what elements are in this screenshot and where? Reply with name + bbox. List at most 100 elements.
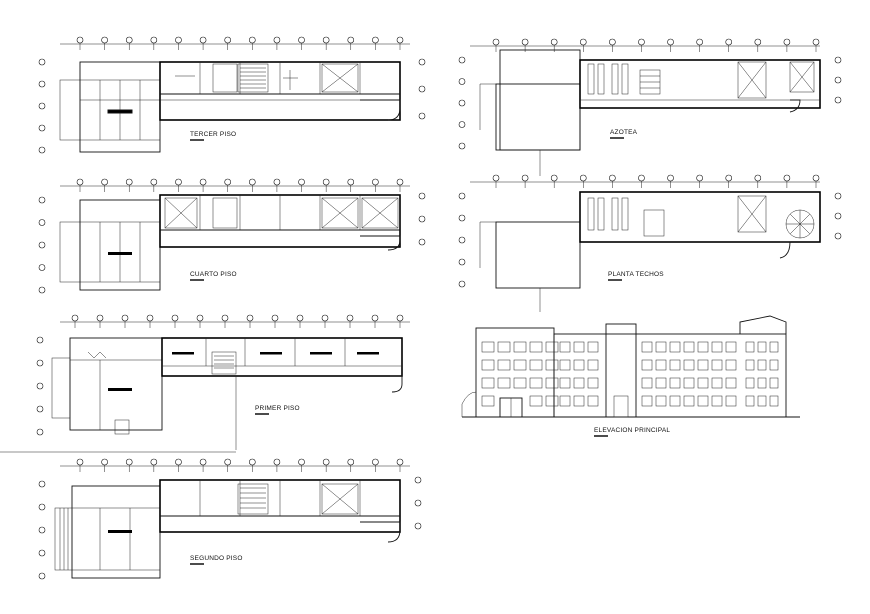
grid-bubble (38, 219, 46, 226)
facade-window (769, 395, 779, 407)
facade-window (745, 377, 755, 389)
label-primer-piso: PRIMER PISO (255, 405, 300, 412)
grid-bubble (371, 314, 379, 322)
stair-lines (240, 487, 266, 509)
label-planta-techos: PLANTA TECHOS (608, 271, 664, 278)
plan-tercer-piso: TERCER PISO (59, 43, 410, 153)
grid-bubble (834, 212, 842, 220)
facade-window (757, 341, 767, 353)
grid-bubble (458, 280, 466, 288)
grid-bubble (38, 286, 46, 294)
facade-window (711, 395, 723, 407)
grid-bubble (175, 178, 182, 186)
grid-bubble (458, 192, 466, 200)
grid-bubble (347, 178, 355, 186)
facade-window (711, 341, 723, 353)
facade-window (573, 377, 585, 389)
grid-bubble (38, 572, 46, 580)
grid-bubble (150, 458, 158, 466)
grid-bubble (38, 124, 46, 132)
grid-bubble (834, 96, 842, 104)
facade-window (529, 341, 543, 353)
facade-window (641, 395, 653, 407)
grid-bubble (76, 458, 84, 466)
grid-bubble (458, 121, 466, 128)
facade-window (669, 359, 681, 371)
facade-window (513, 359, 527, 371)
facade-window (481, 341, 495, 353)
grid-bubble (812, 38, 820, 46)
label-segundo-piso: SEGUNDO PISO (190, 555, 243, 562)
grid-bubble (101, 178, 108, 186)
facade-window (559, 341, 571, 353)
grid-bubble (224, 458, 231, 466)
grid-bubble (38, 196, 46, 204)
grid-bubble (579, 38, 587, 46)
facade-window (655, 341, 667, 353)
facade-window (481, 359, 495, 371)
grid-bubble (550, 174, 558, 182)
facade-window (513, 341, 527, 353)
grid-bubble (298, 36, 305, 44)
facade-window (559, 359, 571, 371)
grid-bubble (36, 405, 44, 413)
grid-bubble (38, 80, 46, 88)
grid-bubble (492, 38, 500, 46)
grid-bubble (783, 174, 791, 182)
facade-window (769, 359, 779, 371)
grid-bubble (418, 112, 426, 120)
grid-bubble (273, 458, 281, 466)
grid-bubble (246, 314, 254, 322)
grid-bubble (36, 336, 44, 344)
grid-bubble (224, 36, 231, 44)
grid-bubble (609, 38, 616, 46)
grid-bubble (667, 38, 674, 46)
facade-window (757, 359, 767, 371)
grid-bubble (458, 56, 466, 64)
grid-bubble (414, 499, 422, 507)
grid-bubble (322, 178, 330, 186)
grid-bubble (101, 36, 108, 44)
facade-window (529, 359, 543, 371)
grid-bubble (38, 264, 46, 271)
grid-bubble (754, 174, 762, 182)
grid-bubble (125, 178, 133, 186)
grid-bubble (414, 522, 422, 530)
grid-bubble (834, 232, 842, 240)
facade-window (497, 359, 511, 371)
facade-window (655, 377, 667, 389)
grid-bubble (121, 314, 129, 322)
facade-window (655, 395, 667, 407)
plan-cuarto-piso: CUARTO PISO (59, 185, 410, 291)
grid-bubble (199, 458, 207, 466)
grid-bubble (492, 174, 500, 182)
grid-bubble (754, 38, 762, 46)
facade-window (497, 341, 511, 353)
facade-window (513, 377, 527, 389)
grid-bubble (71, 314, 79, 322)
grid-bubble (696, 174, 703, 182)
grid-bubble (322, 458, 330, 466)
facade-window (697, 341, 709, 353)
grid-bubbles (36, 36, 842, 580)
grid-bubble (249, 178, 256, 186)
grid-bubble (36, 382, 44, 390)
facade-window (655, 359, 667, 371)
facade-window (559, 395, 571, 407)
grid-bubble (249, 36, 256, 44)
facade-window (711, 359, 723, 371)
facade-window (529, 395, 543, 407)
facade-window (697, 359, 709, 371)
grid-bubble (638, 38, 645, 46)
grid-bubble (38, 146, 46, 154)
facade-window (587, 341, 599, 353)
facade-window (757, 395, 767, 407)
grid-bubble (171, 314, 179, 322)
grid-bubble (175, 36, 182, 44)
facade-window (587, 377, 599, 389)
grid-bubble (150, 36, 158, 44)
facade-window (683, 359, 695, 371)
grid-bubble (667, 174, 674, 182)
grid-bubble (196, 314, 204, 322)
grid-bubble (609, 174, 616, 182)
